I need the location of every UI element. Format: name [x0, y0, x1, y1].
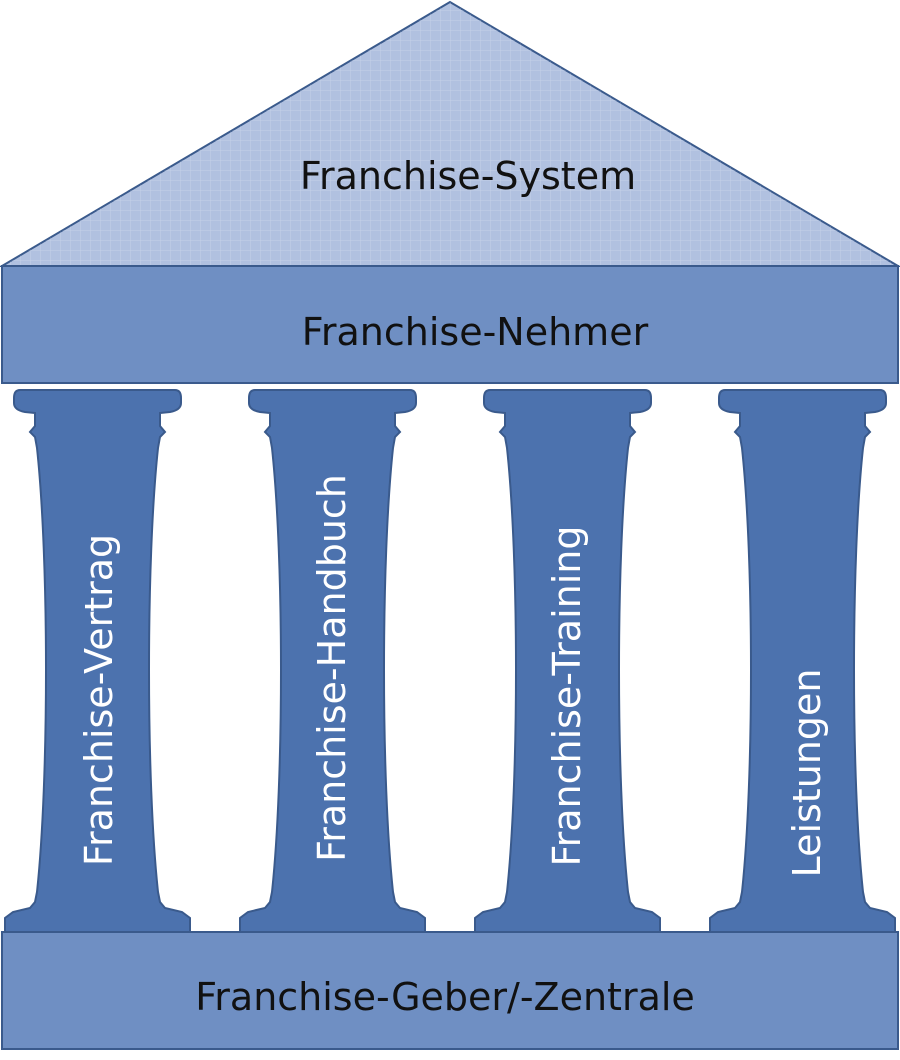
- column-3: Franchise-Training: [474, 389, 661, 933]
- roof-grid-texture: [2, 2, 898, 266]
- beam-label: Franchise-Nehmer: [302, 310, 649, 354]
- column-label: Franchise-Training: [545, 526, 589, 867]
- base-label: Franchise-Geber/-Zentrale: [195, 975, 695, 1019]
- column-label: Franchise-Vertrag: [77, 534, 121, 866]
- roof: Franchise-System: [0, 0, 900, 267]
- column-1: Franchise-Vertrag: [4, 389, 191, 933]
- column-label: Leistungen: [785, 669, 829, 878]
- column-4: Leistungen: [709, 389, 896, 933]
- base: Franchise-Geber/-Zentrale: [1, 931, 899, 1050]
- roof-label: Franchise-System: [300, 154, 636, 198]
- column-label: Franchise-Handbuch: [310, 474, 354, 862]
- beam-rect: [1, 265, 899, 384]
- beam: Franchise-Nehmer: [1, 265, 899, 384]
- base-rect: [1, 931, 899, 1050]
- columns: Franchise-Vertrag Franchise-Handbuch Fra…: [4, 389, 896, 933]
- column-2: Franchise-Handbuch: [239, 389, 426, 933]
